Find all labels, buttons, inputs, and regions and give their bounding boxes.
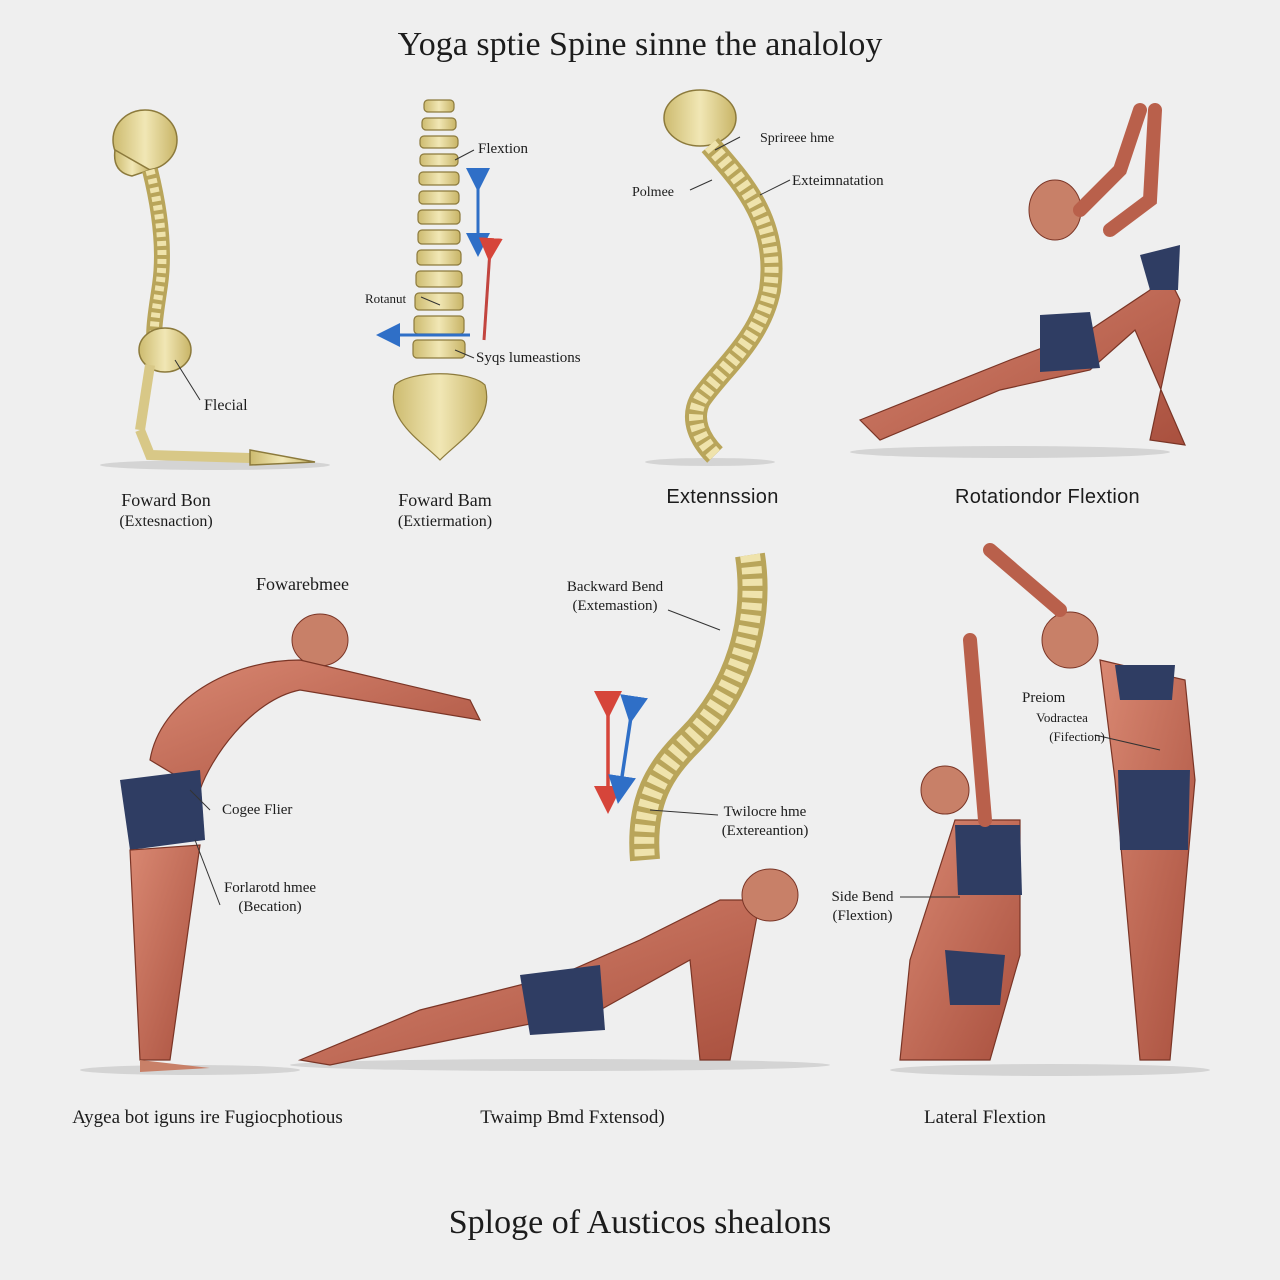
- label-rotanut: Rotanut: [365, 291, 407, 306]
- ground-shadows: [80, 446, 1210, 1076]
- label-forlarotd: Forlarotd hmee (Becation): [205, 879, 335, 917]
- label-forlarotd-line2: (Becation): [238, 899, 302, 915]
- caption-skeleton-line1: Foward Bon: [121, 490, 211, 510]
- backward-bend-spine-illustration: [594, 552, 768, 862]
- label-side-bend-line2: (Flextion): [832, 908, 893, 924]
- caption-spine-front-line1: Foward Bam: [398, 490, 492, 510]
- caption-spine-front-line2: (Extiermation): [397, 513, 493, 530]
- caption-skeleton-line2: (Extesnaction): [119, 513, 213, 530]
- caption-plank-figure: Twaimp Bmd Fxtensod): [480, 1107, 665, 1128]
- caption-forward-bend-figure: Aygea bot iguns ire Fugiocphotious: [72, 1107, 343, 1128]
- label-side-bend-line1: Side Bend: [831, 889, 894, 905]
- label-preiom-line1: Preiom: [1022, 690, 1066, 706]
- label-sprireee-hme: Sprireee hme: [760, 131, 835, 146]
- label-twilocre-line1: Twilocre hme: [723, 804, 807, 820]
- side-spine-illustration: [663, 89, 783, 463]
- label-flecial: Flecial: [204, 397, 248, 414]
- lateral-flexion-figures-illustration: [899, 543, 1196, 1061]
- label-forlarotd-line1: Forlarotd hmee: [223, 880, 317, 896]
- label-backward-bend-line2: (Extemastion): [572, 598, 658, 614]
- heading-fowarebmee: Fowarebmee: [256, 574, 349, 594]
- label-backward-bend: Backward Bend (Extemastion): [545, 578, 685, 616]
- kneeling-skeleton-illustration: [112, 109, 316, 466]
- caption-spine-side: Extennssion: [666, 486, 779, 508]
- label-polmee: Polmee: [632, 185, 674, 200]
- leader-lines: [174, 136, 1161, 906]
- poster-footer: Sploge of Austicos shealons: [448, 1204, 832, 1241]
- upward-dog-figure-illustration: [858, 103, 1186, 446]
- label-preiom: Preiom Vodractea (Fifection): [1012, 689, 1112, 746]
- front-spine-illustration: [376, 99, 503, 461]
- label-preiom-line2: Vodractea: [1036, 710, 1088, 725]
- label-preiom-line3: (Fifection): [1049, 729, 1105, 744]
- caption-spine-front: Foward Bam (Extiermation): [370, 489, 520, 533]
- caption-skeleton-kneel: Foward Bon (Extesnaction): [96, 489, 236, 533]
- poster-title: Yoga sptie Spine sinne the analoloy: [397, 26, 883, 63]
- label-exteimnatation: Exteimnatation: [792, 173, 884, 189]
- forward-bend-figure-illustration: [120, 613, 482, 1072]
- label-flextion: Flextion: [478, 141, 529, 157]
- caption-lateral-flexion: Lateral Flextion: [924, 1107, 1046, 1128]
- label-backward-bend-line1: Backward Bend: [566, 579, 664, 595]
- caption-backbend: Rotationdor Flextion: [955, 486, 1140, 508]
- plank-figure-illustration: [297, 868, 799, 1066]
- label-side-bend: Side Bend (Flextion): [820, 888, 905, 926]
- label-cogee-flier: Cogee Flier: [222, 802, 293, 818]
- label-twilocre-line2: (Extereantion): [721, 823, 809, 839]
- label-twilocre: Twilocre hme (Extereantion): [705, 803, 825, 841]
- label-side-lumeastions: Syqs lumeastions: [476, 350, 581, 366]
